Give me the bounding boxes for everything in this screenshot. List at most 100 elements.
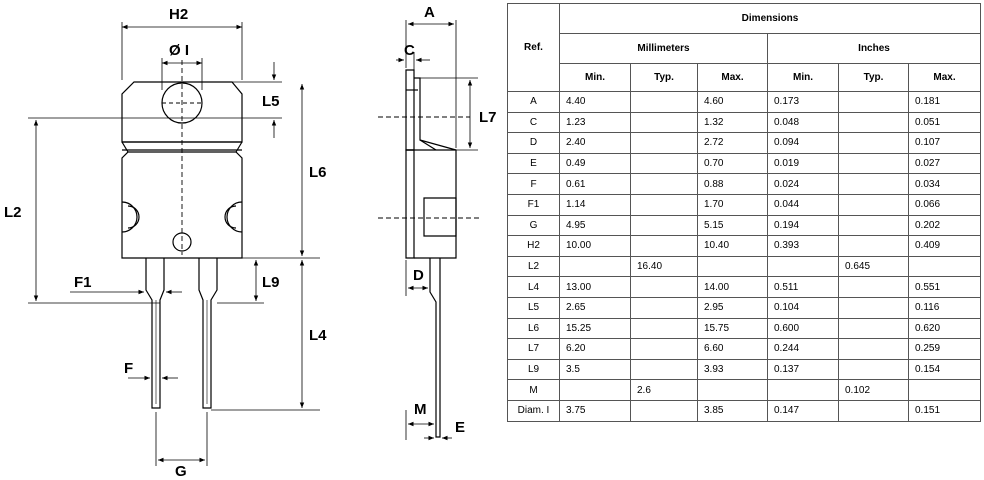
table-row: M 2.6 0.102: [507, 379, 982, 401]
cell-in-min: 0.104: [767, 296, 839, 319]
dimensions-table: Ref. Dimensions Millimeters Inches Min. …: [507, 3, 982, 422]
cell-ref: L2: [507, 255, 560, 278]
cell-mm-max: 0.88: [697, 173, 768, 195]
cell-in-typ: 0.102: [838, 379, 909, 401]
cell-in-min: 0.393: [767, 235, 839, 257]
label-e: E: [455, 419, 465, 436]
cell-in-typ: [838, 358, 909, 381]
ref-header: Ref.: [507, 3, 560, 92]
cell-in-min: 0.244: [767, 338, 839, 360]
package-outline-drawing: H2 Ø I L5 L6 L2 F1 L9 L4 F G A C L7 D M …: [4, 4, 497, 480]
cell-mm-max: 6.60: [697, 338, 768, 360]
inches-header: Inches: [766, 33, 982, 64]
cell-ref: Diam. I: [507, 399, 560, 422]
label-d: D: [413, 267, 424, 284]
cell-ref: L5: [507, 296, 560, 319]
cell-in-min: [767, 255, 839, 278]
cell-in-typ: [838, 173, 909, 195]
millimeters-header: Millimeters: [559, 33, 768, 64]
cell-in-min: [767, 379, 839, 401]
cell-mm-typ: [630, 132, 698, 154]
cell-mm-typ: [630, 338, 698, 360]
cell-in-max: 0.259: [907, 338, 982, 360]
cell-mm-typ: [630, 276, 698, 298]
label-m: M: [414, 401, 427, 418]
cell-in-min: 0.024: [767, 173, 839, 195]
cell-in-typ: [838, 276, 909, 298]
mm-typ-header: Typ.: [630, 63, 698, 92]
cell-in-max: 0.027: [907, 152, 982, 175]
cell-in-typ: [838, 193, 909, 216]
cell-in-max: 0.151: [907, 399, 982, 422]
cell-in-min: 0.600: [767, 317, 839, 340]
label-l5: L5: [262, 93, 280, 110]
cell-in-typ: [838, 338, 909, 360]
cell-mm-max: [697, 379, 768, 401]
cell-mm-min: 0.61: [559, 173, 631, 195]
label-l2: L2: [4, 204, 22, 221]
cell-in-min: 0.194: [767, 214, 839, 237]
cell-mm-max: 1.70: [697, 193, 768, 216]
cell-ref: A: [507, 91, 560, 113]
cell-mm-max: 1.32: [697, 111, 768, 134]
cell-in-max: [907, 255, 982, 278]
label-f: F: [124, 360, 133, 377]
side-view: [378, 69, 480, 438]
label-l4: L4: [309, 327, 327, 344]
cell-in-min: 0.173: [767, 91, 839, 113]
cell-in-max: [907, 379, 982, 401]
cell-in-min: 0.137: [767, 358, 839, 381]
cell-in-min: 0.044: [767, 193, 839, 216]
cell-mm-typ: 2.6: [630, 379, 698, 401]
front-dimensions: [28, 22, 320, 466]
lead-right: [198, 258, 218, 409]
label-h2: H2: [169, 6, 188, 23]
cell-mm-max: [697, 255, 768, 278]
cell-ref: D: [507, 132, 560, 154]
cell-in-max: 0.202: [907, 214, 982, 237]
cell-ref: L4: [507, 276, 560, 298]
cell-mm-typ: [630, 214, 698, 237]
cell-in-typ: [838, 132, 909, 154]
cell-in-max: 0.066: [907, 193, 982, 216]
side-tab: [405, 69, 415, 151]
label-g: G: [175, 463, 187, 480]
cell-mm-max: 15.75: [697, 317, 768, 340]
cell-mm-max: 5.15: [697, 214, 768, 237]
cell-mm-min: 2.65: [559, 296, 631, 319]
cell-in-typ: [838, 152, 909, 175]
cell-mm-typ: [630, 399, 698, 422]
cell-mm-min: 15.25: [559, 317, 631, 340]
cell-in-typ: [838, 214, 909, 237]
cell-mm-max: 3.93: [697, 358, 768, 381]
cell-mm-max: 0.70: [697, 152, 768, 175]
cell-ref: E: [507, 152, 560, 175]
cell-mm-min: 6.20: [559, 338, 631, 360]
cell-mm-typ: [630, 91, 698, 113]
cell-mm-max: 2.95: [697, 296, 768, 319]
side-dimensions: [396, 20, 478, 441]
label-l7: L7: [479, 109, 497, 126]
dimensions-header: Dimensions: [558, 3, 982, 34]
cell-mm-min: 4.95: [559, 214, 631, 237]
cell-in-typ: [838, 91, 909, 113]
cell-ref: L9: [507, 358, 560, 381]
cell-in-max: 0.620: [907, 317, 982, 340]
cell-ref: M: [507, 379, 560, 401]
cell-in-typ: 0.645: [838, 255, 909, 278]
cell-mm-min: [559, 379, 631, 401]
cell-in-max: 0.154: [907, 358, 982, 381]
cell-in-max: 0.107: [907, 132, 982, 154]
cell-mm-min: 1.23: [559, 111, 631, 134]
cell-mm-typ: [630, 317, 698, 340]
